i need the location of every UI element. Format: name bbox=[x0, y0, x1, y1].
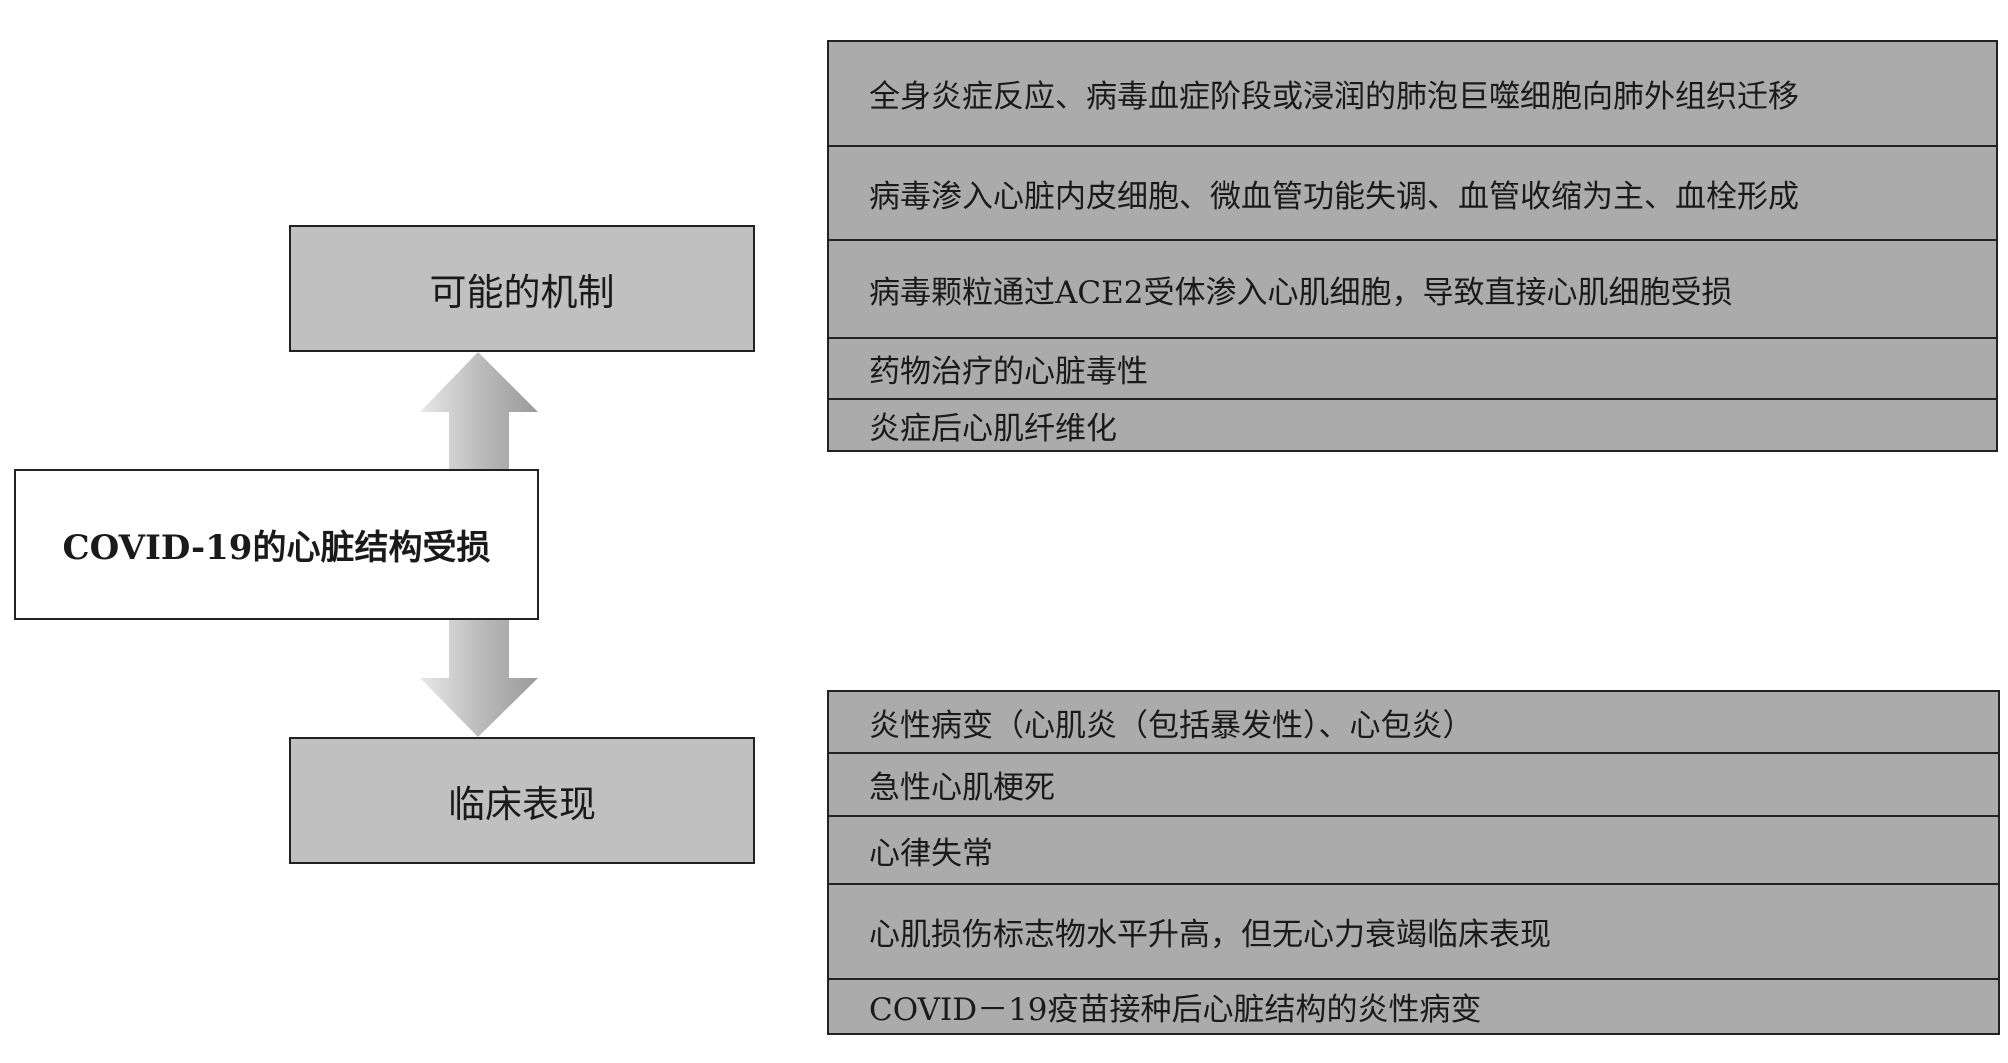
mechanism-box: 可能的机制 bbox=[289, 225, 755, 352]
down-arrow bbox=[420, 620, 538, 737]
central-box: COVID-19的心脏结构受损 bbox=[14, 469, 539, 620]
clinical-item: COVID－19疫苗接种后心脏结构的炎性病变 bbox=[829, 978, 1998, 1033]
clinical-label: 临床表现 bbox=[448, 782, 596, 826]
mechanism-item: 全身炎症反应、病毒血症阶段或浸润的肺泡巨噬细胞向肺外组织迁移 bbox=[869, 79, 1799, 115]
mechanism-item: 病毒颗粒通过ACE2受体渗入心肌细胞，导致直接心肌细胞受损 bbox=[829, 239, 1996, 337]
mechanism-item: 炎症后心肌纤维化 bbox=[829, 398, 1996, 450]
clinical-list: 炎性病变（心肌炎（包括暴发性）、心包炎） 急性心肌梗死 心律失常 心肌损伤标志物… bbox=[827, 690, 2000, 1035]
mechanism-item: 药物治疗的心脏毒性 bbox=[829, 337, 1996, 398]
central-label: COVID-19的心脏结构受损 bbox=[62, 528, 491, 568]
clinical-box: 临床表现 bbox=[289, 737, 755, 864]
mechanism-item: 病毒渗入心脏内皮细胞、微血管功能失调、血管收缩为主、血栓形成 bbox=[829, 145, 1996, 239]
clinical-item: 急性心肌梗死 bbox=[829, 752, 1998, 815]
up-arrow bbox=[420, 352, 538, 469]
mechanism-label: 可能的机制 bbox=[429, 270, 615, 314]
clinical-item: 心律失常 bbox=[829, 815, 1998, 883]
mechanism-list: 全身炎症反应、病毒血症阶段或浸润的肺泡巨噬细胞向肺外组织迁移 病毒渗入心脏内皮细… bbox=[827, 40, 1998, 452]
clinical-item: 炎性病变（心肌炎（包括暴发性）、心包炎） bbox=[869, 707, 1474, 744]
clinical-item: 心肌损伤标志物水平升高，但无心力衰竭临床表现 bbox=[829, 883, 1998, 978]
